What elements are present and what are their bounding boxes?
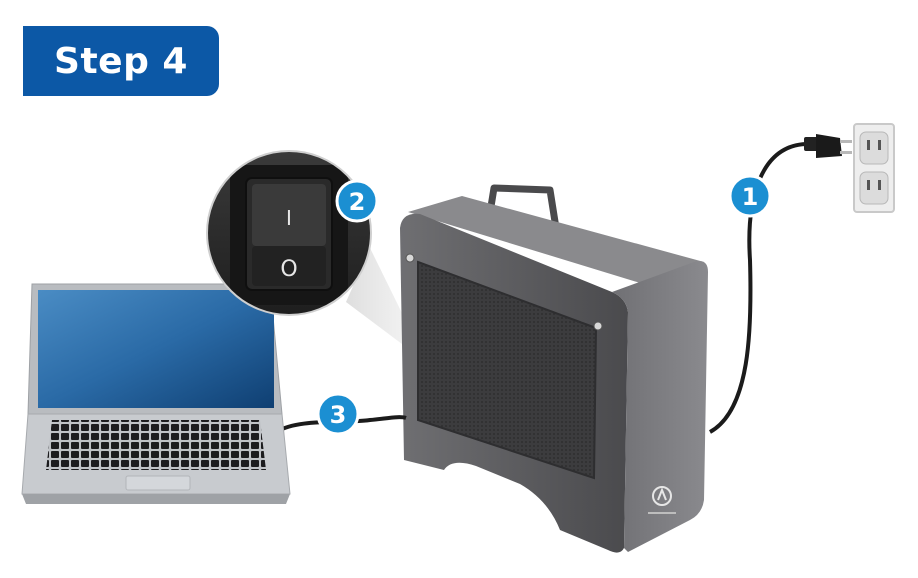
power-cord [708, 134, 852, 434]
step-badge-2: 2 [335, 179, 379, 223]
laptop-screen [38, 290, 274, 408]
thunderbolt-cable [274, 415, 407, 434]
step-banner: Step 4 [23, 26, 219, 96]
step-badge-1: 1 [728, 174, 772, 218]
egpu-enclosure [400, 184, 708, 553]
switch-off-label: O [280, 257, 297, 282]
laptop [21, 283, 291, 504]
svg-text:3: 3 [330, 401, 347, 429]
power-switch-zoom: I O [206, 150, 372, 316]
step-title: Step 4 [54, 40, 188, 82]
wall-outlet [853, 123, 895, 213]
step-badge-3: 3 [316, 392, 360, 436]
svg-text:1: 1 [742, 183, 759, 211]
svg-text:2: 2 [349, 188, 366, 216]
switch-on-label: I [286, 206, 292, 230]
brand-logo-icon [652, 486, 672, 506]
